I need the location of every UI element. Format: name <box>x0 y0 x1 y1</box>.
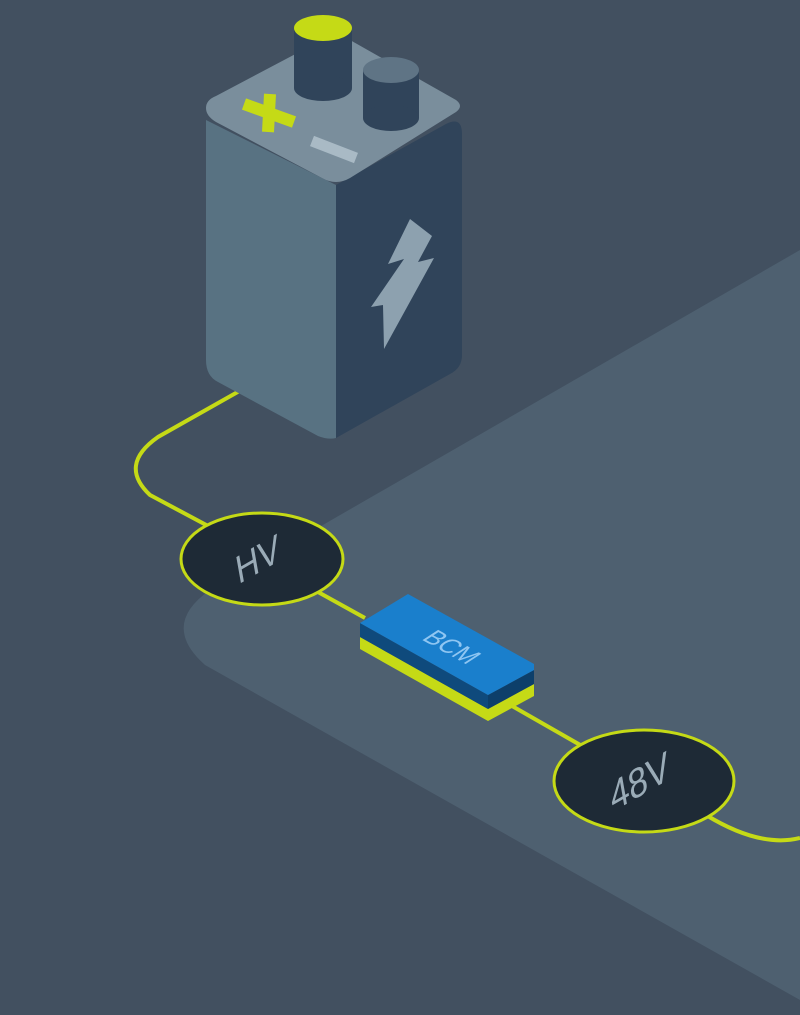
negative-terminal <box>363 57 419 131</box>
wire-bcm-to-48v <box>504 700 583 748</box>
battery <box>206 15 462 439</box>
bcm-front-face <box>360 623 488 709</box>
plus-icon <box>241 93 297 133</box>
wire-hv-to-bcm <box>317 590 366 620</box>
bcm-top-face <box>360 594 534 695</box>
output-48v-node: 48V <box>552 728 736 834</box>
battery-front-face <box>206 120 336 439</box>
wire-battery-to-hv <box>133 374 268 529</box>
lightning-bolt-icon <box>371 219 434 349</box>
positive-terminal <box>294 15 352 101</box>
bcm-side-face <box>488 670 534 709</box>
hv-node: HV <box>179 511 345 607</box>
bcm-module: BCM <box>360 594 534 721</box>
wire-48v-out <box>704 813 800 843</box>
minus-icon <box>310 135 358 164</box>
